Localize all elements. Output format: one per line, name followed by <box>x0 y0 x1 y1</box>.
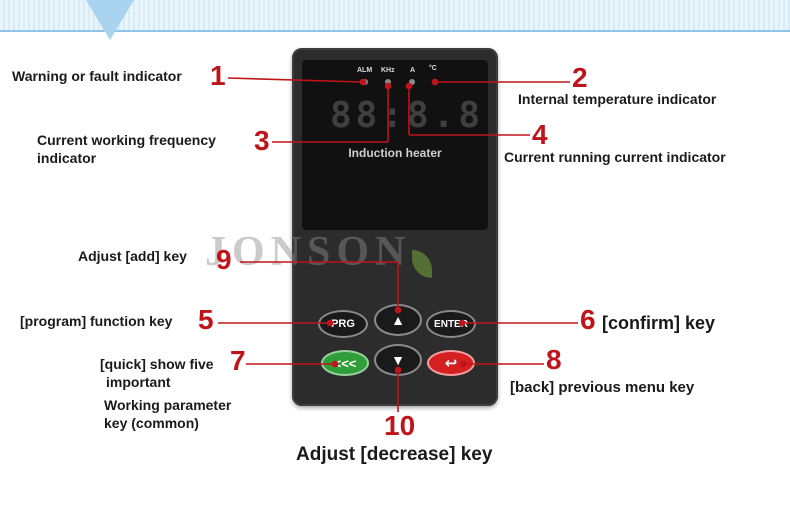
chevron-down-icon <box>86 0 134 40</box>
add-key-label: Adjust [add] key <box>78 248 187 264</box>
current-indicator-label: Current running current indicator <box>504 149 726 165</box>
indicator-label-alm: ALM <box>357 67 373 74</box>
quick-key-label-line2: important <box>106 374 171 390</box>
quick-key-label-line1: [quick] show five <box>100 356 214 372</box>
program-key-label: [program] function key <box>20 313 173 329</box>
back-key[interactable]: ↩ <box>427 350 475 376</box>
indicator-label-a: A <box>410 67 416 74</box>
decrease-key-label: Adjust [decrease] key <box>296 444 493 465</box>
back-key-label: [back] previous menu key <box>510 379 695 396</box>
confirm-key-label: [confirm] key <box>602 313 716 333</box>
callout-number-6: 6 <box>580 304 596 335</box>
brand-watermark: JONSON <box>205 229 412 275</box>
display-screen <box>302 60 488 230</box>
callout-number-7: 7 <box>230 345 246 376</box>
indicator-label-khz: KHz <box>381 67 395 74</box>
quick-key[interactable]: <<< <box>321 350 369 376</box>
callout-number-9: 9 <box>216 244 232 275</box>
chevron-down-icon: ▼ <box>391 352 405 368</box>
callout-number-10: 10 <box>384 410 416 441</box>
temperature-indicator-label: Internal temperature indicator <box>518 91 717 107</box>
header-divider <box>0 30 790 32</box>
callout-number-4: 4 <box>532 119 548 150</box>
callout-number-1: 1 <box>210 60 226 91</box>
leaf-logo-icon <box>412 250 432 278</box>
quick-key-label-line4: key (common) <box>104 415 199 431</box>
enter-key[interactable]: ENTER <box>426 310 476 338</box>
frequency-indicator-label-line2: indicator <box>37 150 97 166</box>
seven-segment-display: 88:8.8 <box>330 95 485 136</box>
callout-number-8: 8 <box>546 344 562 375</box>
frequency-led <box>385 79 391 85</box>
down-arrow-key[interactable]: ▼ <box>374 344 422 376</box>
frequency-indicator-label-line1: Current working frequency <box>37 132 216 148</box>
indicator-label-celsius: °C <box>429 65 437 72</box>
device-caption: Induction heater <box>348 146 442 160</box>
warning-indicator-label: Warning or fault indicator <box>12 68 182 84</box>
callout-number-5: 5 <box>198 304 214 335</box>
callout-number-2: 2 <box>572 62 588 93</box>
current-led <box>409 79 415 85</box>
prg-key[interactable]: PRG <box>318 310 368 338</box>
chevron-up-icon: ▲ <box>391 312 405 328</box>
callout-number-3: 3 <box>254 125 270 156</box>
quick-key-label-line3: Working parameter <box>104 397 232 413</box>
